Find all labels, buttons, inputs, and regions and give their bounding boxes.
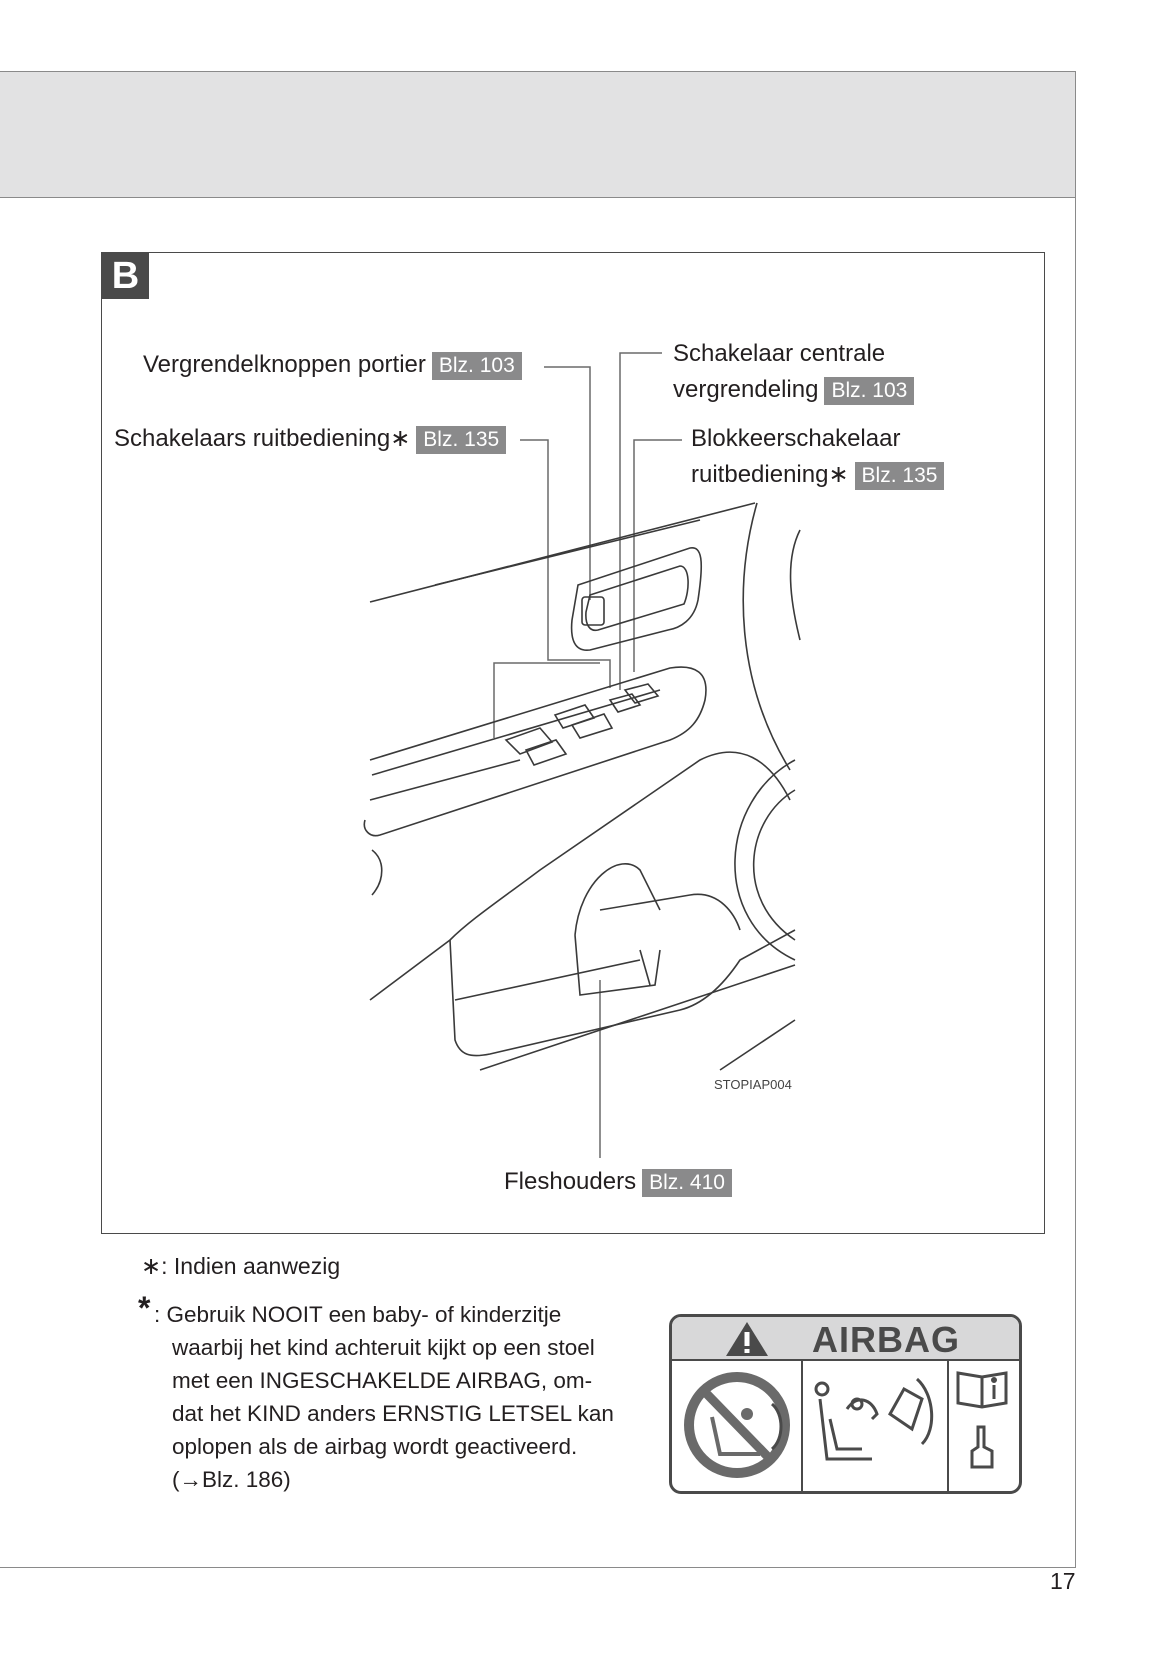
asterisk-mark: ∗: [828, 461, 849, 488]
callout-window-lock-ref[interactable]: Blz. 135: [854, 461, 945, 490]
warning-line: oplopen als de airbag wordt geactiveerd.: [172, 1434, 578, 1459]
warning-line: : Gebruik NOOIT een baby- of kinderzitje: [154, 1302, 562, 1327]
callout-central-lock-label: vergrendeling: [673, 376, 819, 403]
callout-central-lock-line1: Schakelaar centrale: [673, 340, 886, 367]
airbag-deploy-icon: [814, 1377, 934, 1461]
callout-door-lock-ref[interactable]: Blz. 103: [431, 351, 522, 380]
callout-power-window-ref[interactable]: Blz. 135: [416, 425, 507, 454]
no-child-seat-icon: [684, 1372, 790, 1478]
page-number: 17: [1050, 1568, 1076, 1594]
diagram-code: STOPIAP004: [714, 1077, 792, 1092]
airbag-title: AIRBAG: [812, 1319, 960, 1360]
warning-text: : Gebruik NOOIT een baby- of kinderzitje…: [154, 1298, 642, 1496]
asterisk-mark: ∗: [390, 425, 411, 452]
warning-line[interactable]: (→Blz. 186): [172, 1467, 291, 1492]
warning-triangle-icon: [726, 1322, 768, 1356]
warning-symbol: *: [138, 1290, 151, 1326]
footnote-text: : Indien aanwezig: [161, 1253, 341, 1279]
callout-power-window-label: Schakelaars ruitbediening: [114, 425, 391, 452]
warning-line: met een INGESCHAKELDE AIRBAG, om-: [172, 1368, 593, 1393]
airbag-label-header: AIRBAG: [672, 1317, 1019, 1361]
bottom-rule: [0, 1567, 1076, 1568]
section-badge: B: [102, 253, 149, 299]
footnote: ∗: Indien aanwezig: [141, 1250, 340, 1283]
right-rule: [1075, 71, 1076, 1568]
warning-line: waarbij het kind achteruit kijkt op een …: [172, 1335, 595, 1360]
callout-door-lock-label: Vergrendelknoppen portier: [143, 351, 426, 378]
manual-info-icon: [956, 1371, 1008, 1469]
callout-window-lock-label: ruitbediening: [691, 461, 829, 488]
warning-line: dat het KIND anders ERNSTIG LETSEL kan: [172, 1401, 614, 1426]
header-band: [0, 71, 1075, 198]
callout-central-lock-ref[interactable]: Blz. 103: [824, 376, 915, 405]
callout-power-window: Schakelaars ruitbediening∗Blz. 135: [114, 424, 507, 454]
figure-box: [101, 252, 1045, 1234]
callout-window-lock-line2: ruitbediening∗Blz. 135: [691, 460, 945, 490]
callout-window-lock-line1: Blokkeerschakelaar: [691, 425, 901, 452]
callout-bottle-holder-label: Fleshouders: [504, 1168, 637, 1195]
footnote-symbol: ∗: [141, 1253, 162, 1280]
airbag-warning-label: AIRBAG: [669, 1314, 1022, 1494]
airbag-pictograms: [684, 1359, 1008, 1491]
callout-bottle-holder-ref[interactable]: Blz. 410: [642, 1168, 732, 1197]
